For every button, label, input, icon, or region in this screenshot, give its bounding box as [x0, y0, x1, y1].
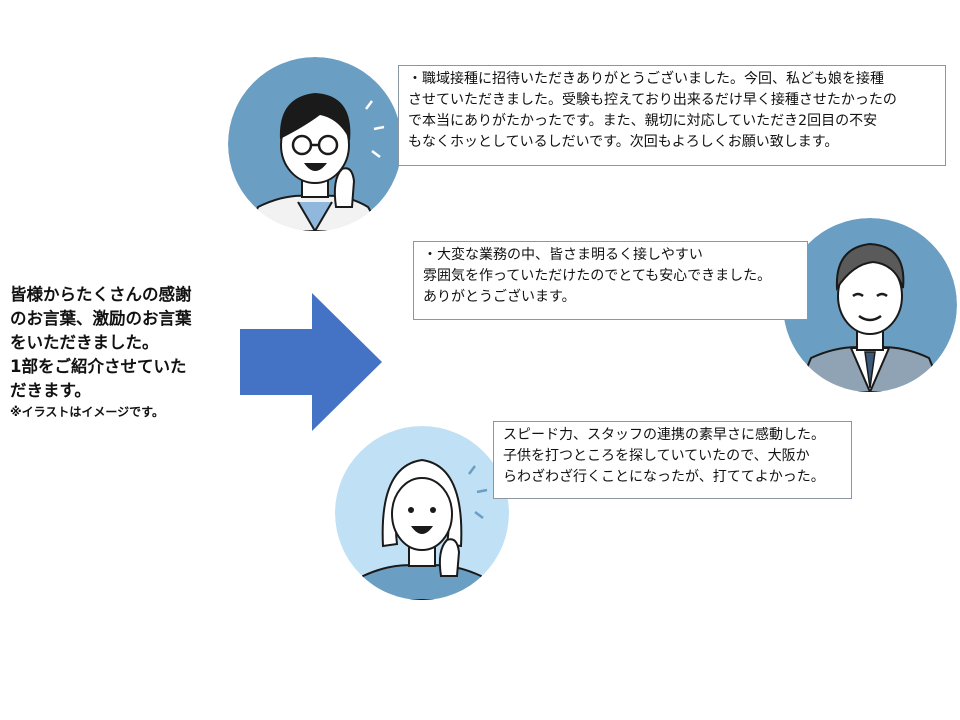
- testimonial-line: させていただきました。受験も控えており出来るだけ早く接種させたかったの: [408, 92, 897, 108]
- testimonial-line: 雰囲気を作っていただけたのでとても安心できました。: [423, 268, 772, 284]
- testimonial-line: ありがとうございます。: [423, 289, 576, 305]
- testimonial-line: 子供を打つところを探していていたので、大阪か: [503, 448, 810, 464]
- man-suit-avatar-icon: [783, 218, 957, 392]
- testimonial-line: ・職域接種に招待いただきありがとうございました。今回、私ども娘を接種: [408, 71, 884, 87]
- right-arrow-icon: [240, 293, 382, 431]
- intro-line: をいただきました。: [10, 333, 159, 352]
- intro-line: 皆様からたくさんの感謝: [10, 285, 192, 304]
- testimonial-line: で本当にありがたかったです。また、親切に対応していただき2回目の不安: [408, 113, 878, 129]
- intro-text-block: 皆様からたくさんの感謝 のお言葉、激励のお言葉 をいただきました。 1部をご紹介…: [10, 283, 250, 421]
- intro-line: のお言葉、激励のお言葉: [10, 309, 192, 328]
- testimonial-line: もなくホッとしているしだいです。次回もよろしくお願い致します。: [408, 134, 839, 150]
- testimonial-box: ・職域接種に招待いただきありがとうございました。今回、私ども娘を接種 させていた…: [398, 65, 946, 166]
- intro-line: だきます。: [10, 381, 91, 400]
- testimonial-line: らわざわざ行くことになったが、打ててよかった。: [503, 469, 825, 485]
- testimonial-line: ・大変な業務の中、皆さま明るく接しやすい: [423, 247, 703, 263]
- illustration-note: ※イラストはイメージです。: [10, 405, 164, 419]
- woman-smiling-avatar-icon: [335, 426, 509, 600]
- woman-glasses-avatar-icon: [228, 57, 402, 231]
- intro-line: 1部をご紹介させていた: [10, 357, 187, 376]
- testimonial-box: スピード力、スタッフの連携の素早さに感動した。 子供を打つところを探していていた…: [493, 421, 852, 499]
- testimonial-line: スピード力、スタッフの連携の素早さに感動した。: [503, 427, 825, 443]
- testimonial-box: ・大変な業務の中、皆さま明るく接しやすい 雰囲気を作っていただけたのでとても安心…: [413, 241, 808, 320]
